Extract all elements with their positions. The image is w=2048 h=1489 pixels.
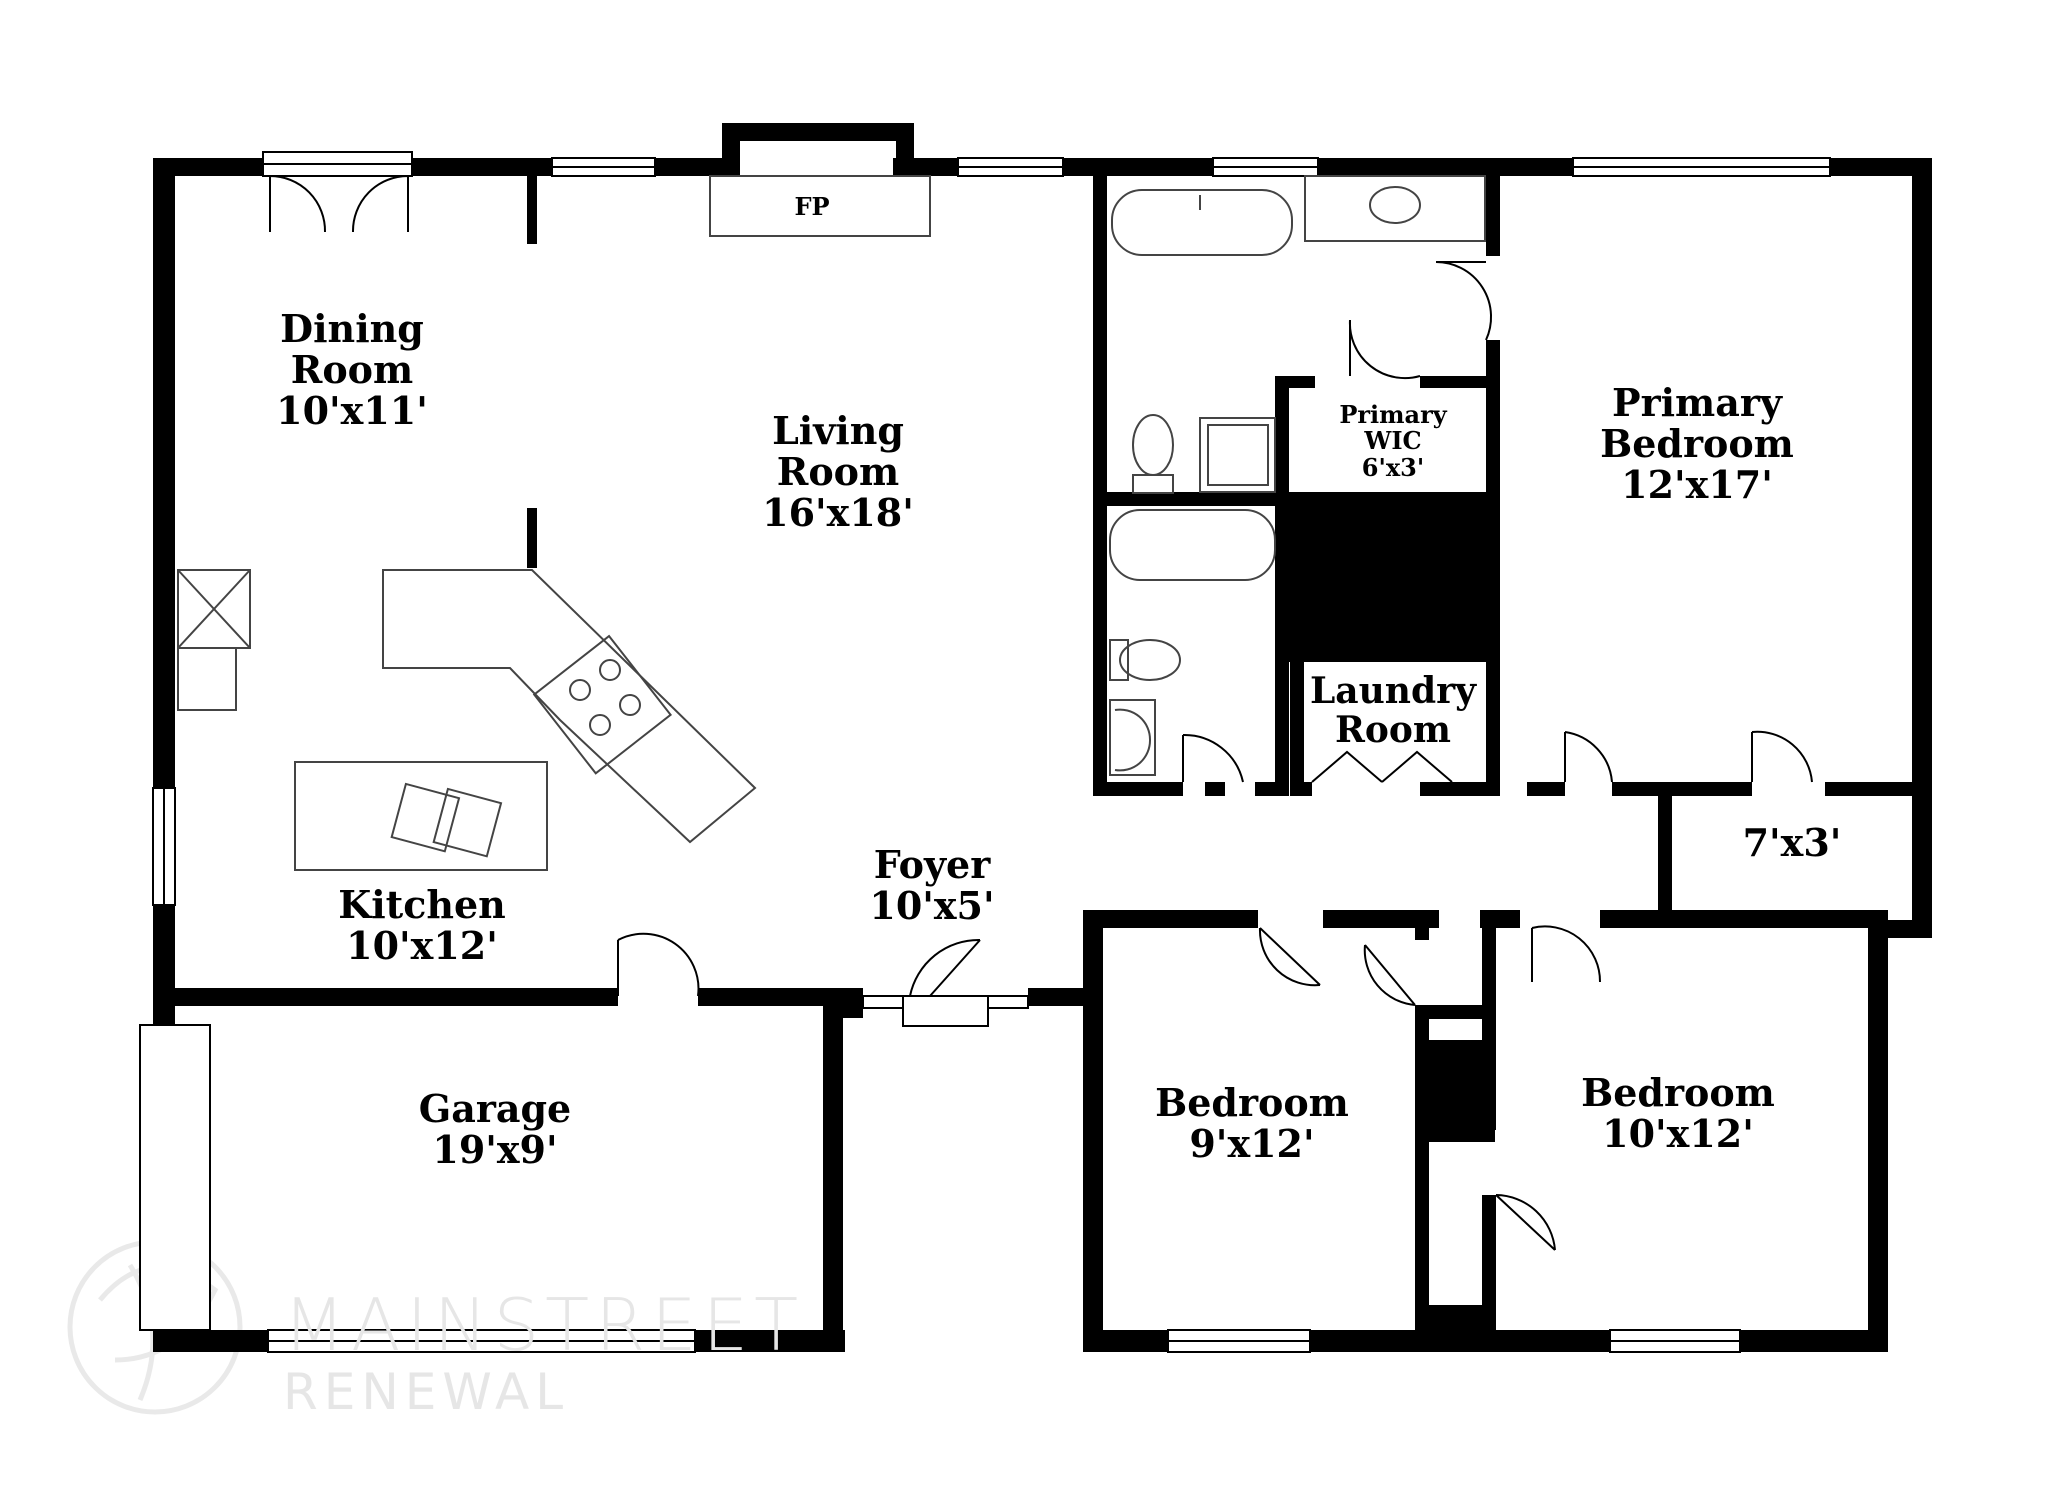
bedroom-b-label: Bedroom 10'x12' <box>1581 1070 1775 1157</box>
doors <box>269 175 1813 1251</box>
dining-room-label: Dining Room 10'x11' <box>276 306 428 434</box>
closet-label: 7'x3' <box>1742 820 1842 865</box>
garage-label: Garage 19'x9' <box>418 1086 572 1173</box>
kitchen-label: Kitchen 10'x12' <box>338 882 506 969</box>
fireplace-label: FP <box>794 192 830 221</box>
watermark-sub: RENEWAL <box>283 1363 570 1421</box>
bedroom-a-label: Bedroom 9'x12' <box>1155 1080 1349 1167</box>
foyer-label: Foyer 10'x5' <box>869 842 995 929</box>
laundry-room-label: Laundry Room <box>1309 670 1477 751</box>
windows <box>139 151 1831 1353</box>
primary-bedroom-label: Primary Bedroom 12'x17' <box>1600 380 1794 508</box>
living-room-label: Living Room 16'x18' <box>762 408 914 536</box>
fixtures <box>177 175 1486 871</box>
watermark-brand: MAINSTREET <box>283 1283 805 1367</box>
primary-wic-label: Primary WIC 6'x3' <box>1339 400 1447 482</box>
